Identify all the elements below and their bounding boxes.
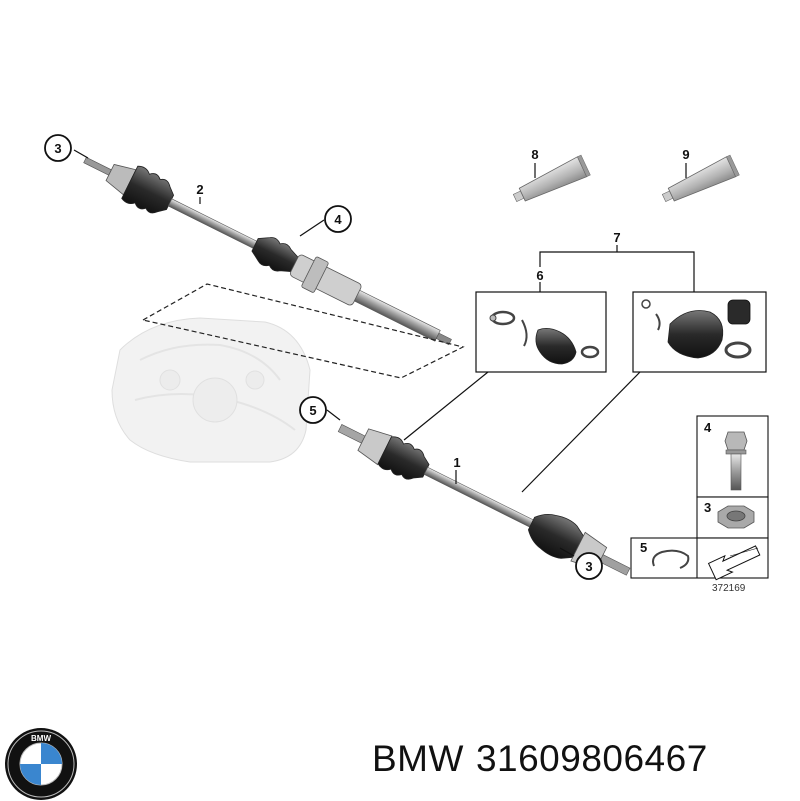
callout-3-top: 3 (54, 141, 61, 156)
callout-3-bottom: 3 (585, 559, 592, 574)
direction-arrow-icon (707, 545, 761, 581)
dashed-group-outline (141, 283, 465, 379)
nut-icon (717, 505, 755, 529)
brand-name: BMW (372, 738, 464, 779)
callout-5-circle (299, 396, 327, 424)
callout-6: 6 (536, 268, 543, 283)
callout-9: 9 (682, 147, 689, 162)
small-parts-legend: 4 3 5 372169 (630, 415, 769, 594)
grease-tube-8 (512, 154, 591, 203)
legend-ring-label: 5 (640, 540, 647, 555)
boot-kit-6-box (475, 291, 607, 373)
callout-7: 7 (613, 230, 620, 245)
leader-box7-shaft (521, 371, 641, 493)
leader-4 (299, 219, 325, 237)
grease-tube-9 (661, 154, 740, 203)
callout-3-top-circle (44, 134, 72, 162)
brand-logo-letters: BMW (31, 734, 51, 743)
leader-3-top (73, 149, 89, 159)
part-number: 31609806467 (475, 738, 708, 779)
callout-4: 4 (334, 212, 342, 227)
lower-drive-shaft (337, 424, 631, 576)
transmission-housing (111, 317, 311, 463)
callout-3-bottom-circle (575, 552, 603, 580)
brand-logo: BMW (5, 728, 77, 800)
leader-5 (326, 409, 341, 421)
legend-nut-label: 3 (704, 500, 711, 515)
bracket-7 (539, 251, 695, 292)
leader-box6-shaft (403, 371, 489, 441)
upper-drive-shaft (83, 156, 452, 346)
callout-2: 2 (196, 182, 203, 197)
bolt-icon (724, 431, 748, 491)
callout-1: 1 (453, 455, 460, 470)
reference-number: 372169 (712, 583, 746, 594)
callout-4-circle (324, 205, 352, 233)
callout-8: 8 (531, 147, 538, 162)
boot-kit-7-box (632, 291, 767, 373)
legend-bolt-label: 4 (704, 420, 712, 435)
leader-3-bottom (559, 547, 575, 557)
retaining-ring-icon (652, 549, 690, 569)
callout-5: 5 (309, 403, 316, 418)
caption-text: BMW 31609806467 (372, 738, 708, 780)
